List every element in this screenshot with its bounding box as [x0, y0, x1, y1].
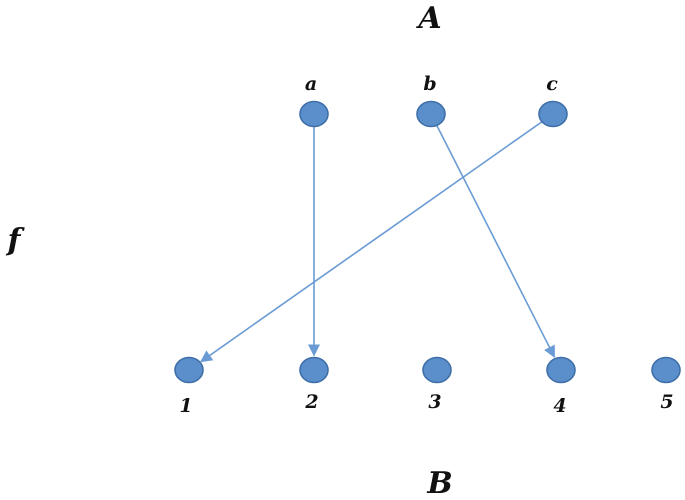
codomain-node-label-1: 1: [179, 395, 192, 417]
codomain-node-1: [174, 356, 204, 384]
set-a-label: A: [415, 1, 441, 36]
nodes: [174, 100, 681, 384]
codomain-node-2: [299, 356, 329, 384]
domain-node-label-b: b: [423, 73, 436, 95]
node-labels: a b c 1 2 3 4 5: [179, 73, 673, 417]
domain-node-c: [538, 100, 568, 128]
domain-node-label-c: c: [546, 73, 558, 95]
domain-node-a: [299, 100, 329, 128]
arrow-b-to-4: [435, 123, 556, 358]
function-f-label: f: [6, 223, 26, 258]
codomain-node-label-2: 2: [304, 391, 318, 413]
arrow-c-to-1: [200, 119, 545, 363]
codomain-node-label-3: 3: [428, 391, 441, 413]
domain-node-b: [416, 100, 446, 128]
codomain-node-label-5: 5: [660, 391, 673, 413]
codomain-node-3: [422, 356, 452, 384]
codomain-node-5: [651, 356, 681, 384]
mapping-arrows: [200, 119, 556, 363]
codomain-node-label-4: 4: [553, 395, 566, 417]
codomain-node-4: [546, 356, 576, 384]
domain-node-label-a: a: [305, 73, 317, 95]
set-b-label: B: [426, 466, 452, 500]
